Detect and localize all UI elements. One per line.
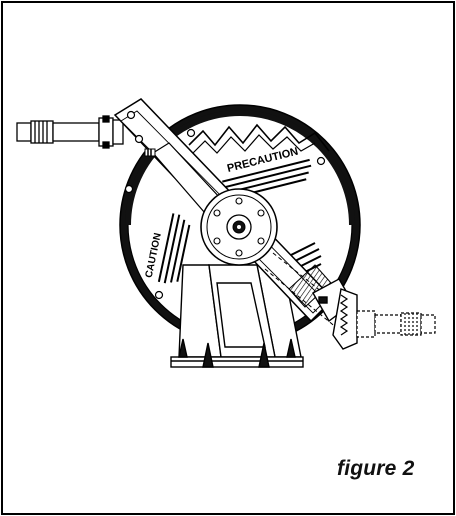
reel-hub [200,188,278,266]
reel-base-stand [170,264,304,368]
hose-guide-bracket [312,278,358,350]
left-hose-fitting [16,115,124,149]
hose-reel-illustration: PRECAUTION CAUTION [16,98,436,368]
figure-caption: figure 2 [337,457,415,480]
right-hose-fitting [356,310,436,338]
